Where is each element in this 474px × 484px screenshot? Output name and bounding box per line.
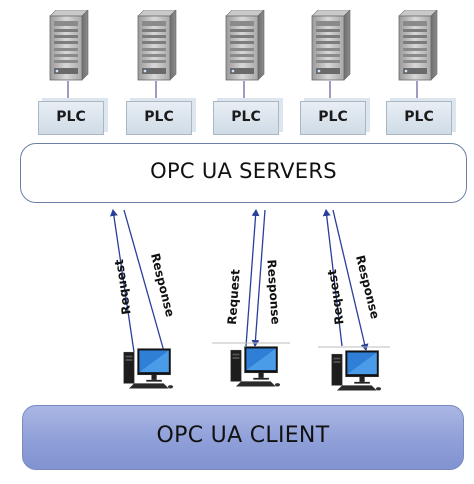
plc-servers — [49, 10, 438, 81]
computer-icon — [123, 348, 174, 389]
opc-ua-client-box: OPC UA CLIENT — [22, 405, 464, 470]
plc-label: PLC — [144, 109, 174, 125]
plc-box: PLC — [126, 101, 192, 135]
response-arrow-2 — [251, 209, 266, 347]
plc-label: PLC — [318, 109, 348, 125]
request-arrow-3 — [322, 209, 343, 347]
server-plc-connectors — [67, 81, 418, 101]
server-icon — [311, 10, 351, 81]
client-workstations — [123, 342, 390, 391]
response-arrow-1 — [123, 209, 168, 356]
request-arrow-1 — [109, 209, 135, 353]
server-icon — [49, 10, 89, 81]
plc-box: PLC — [300, 101, 366, 135]
computer-icon — [230, 346, 281, 387]
response-arrow-3 — [332, 209, 369, 351]
plc-label: PLC — [56, 109, 86, 125]
plc-label: PLC — [404, 109, 434, 125]
plc-box: PLC — [386, 101, 452, 135]
plc-box: PLC — [38, 101, 104, 135]
servers-label: OPC UA SERVERS — [150, 159, 337, 183]
server-icon — [398, 10, 438, 81]
opc-ua-servers-box: OPC UA SERVERS — [20, 143, 467, 203]
request-arrow-2 — [245, 209, 260, 347]
server-icon — [225, 10, 265, 81]
plc-label: PLC — [231, 109, 261, 125]
computer-icon — [331, 350, 382, 391]
server-icon — [137, 10, 177, 81]
plc-box: PLC — [213, 101, 279, 135]
message-arrows — [109, 209, 369, 356]
client-label: OPC UA CLIENT — [156, 423, 330, 448]
